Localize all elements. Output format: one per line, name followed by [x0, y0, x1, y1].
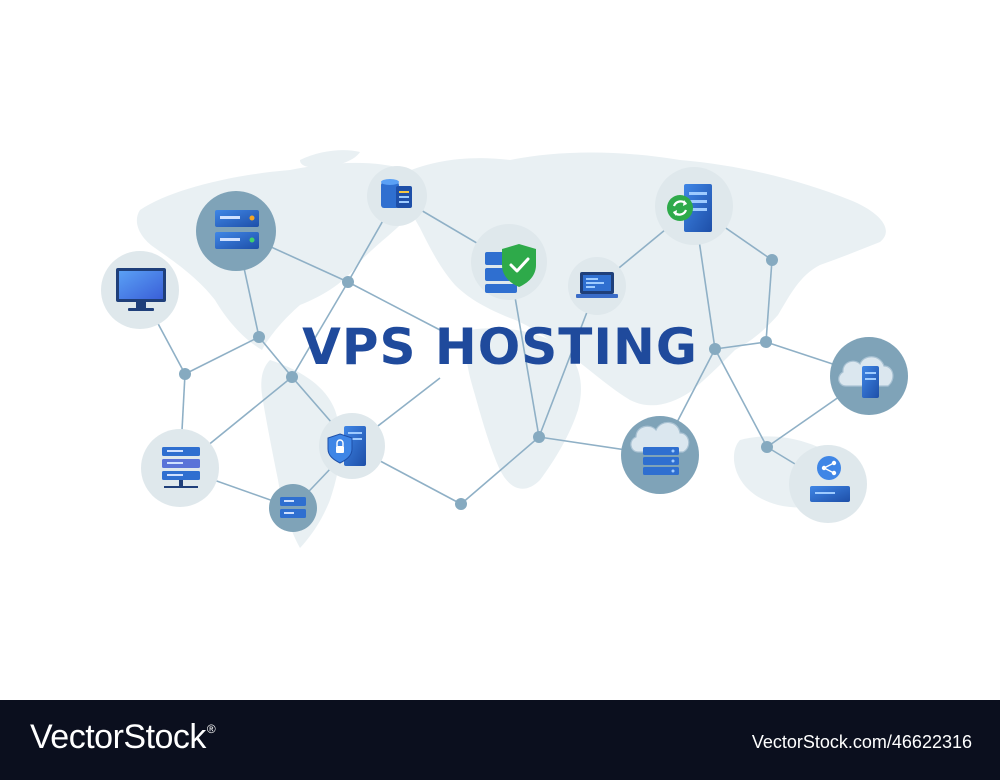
- image-id-text: VectorStock.com/46622316: [751, 732, 972, 752]
- brand-name: VectorStock: [30, 718, 206, 756]
- headline-title: VPS HOSTING: [302, 318, 698, 376]
- server-stack-node: [141, 429, 219, 507]
- database-node: [367, 166, 427, 226]
- server-rack-node: [196, 191, 276, 271]
- server-sync-node: [655, 167, 733, 245]
- vps-hosting-illustration: VPS HOSTING: [101, 150, 908, 548]
- cloud-rack-node: [621, 416, 699, 494]
- server-sync-icon: [667, 184, 712, 232]
- monitor-node: [101, 251, 179, 329]
- secure-server-icon: [327, 426, 366, 466]
- monitor-icon: [116, 268, 166, 311]
- small-server-icon: [280, 497, 306, 518]
- cloud-server-icon: [838, 356, 894, 398]
- laptop-code-icon: [576, 272, 618, 298]
- watermark-footer: VectorStock® VectorStock.com/46622316: [0, 700, 1000, 780]
- network-dots: [179, 254, 778, 510]
- server-stack-icon: [162, 447, 200, 488]
- shield-check-icon: [485, 244, 536, 293]
- vectorstock-logo: VectorStock®: [30, 718, 216, 757]
- small-server-node: [269, 484, 317, 532]
- share-server-icon: [810, 456, 850, 502]
- laptop-node: [568, 257, 626, 315]
- secure-server-node: [319, 413, 385, 479]
- share-server-node: [789, 445, 867, 523]
- shield-node: [471, 224, 547, 300]
- database-icon: [381, 179, 412, 208]
- cloud-rack-icon: [630, 421, 690, 475]
- cloud-server-node: [830, 337, 908, 415]
- registered-mark: ®: [206, 722, 216, 736]
- server-rack-icon: [215, 210, 259, 249]
